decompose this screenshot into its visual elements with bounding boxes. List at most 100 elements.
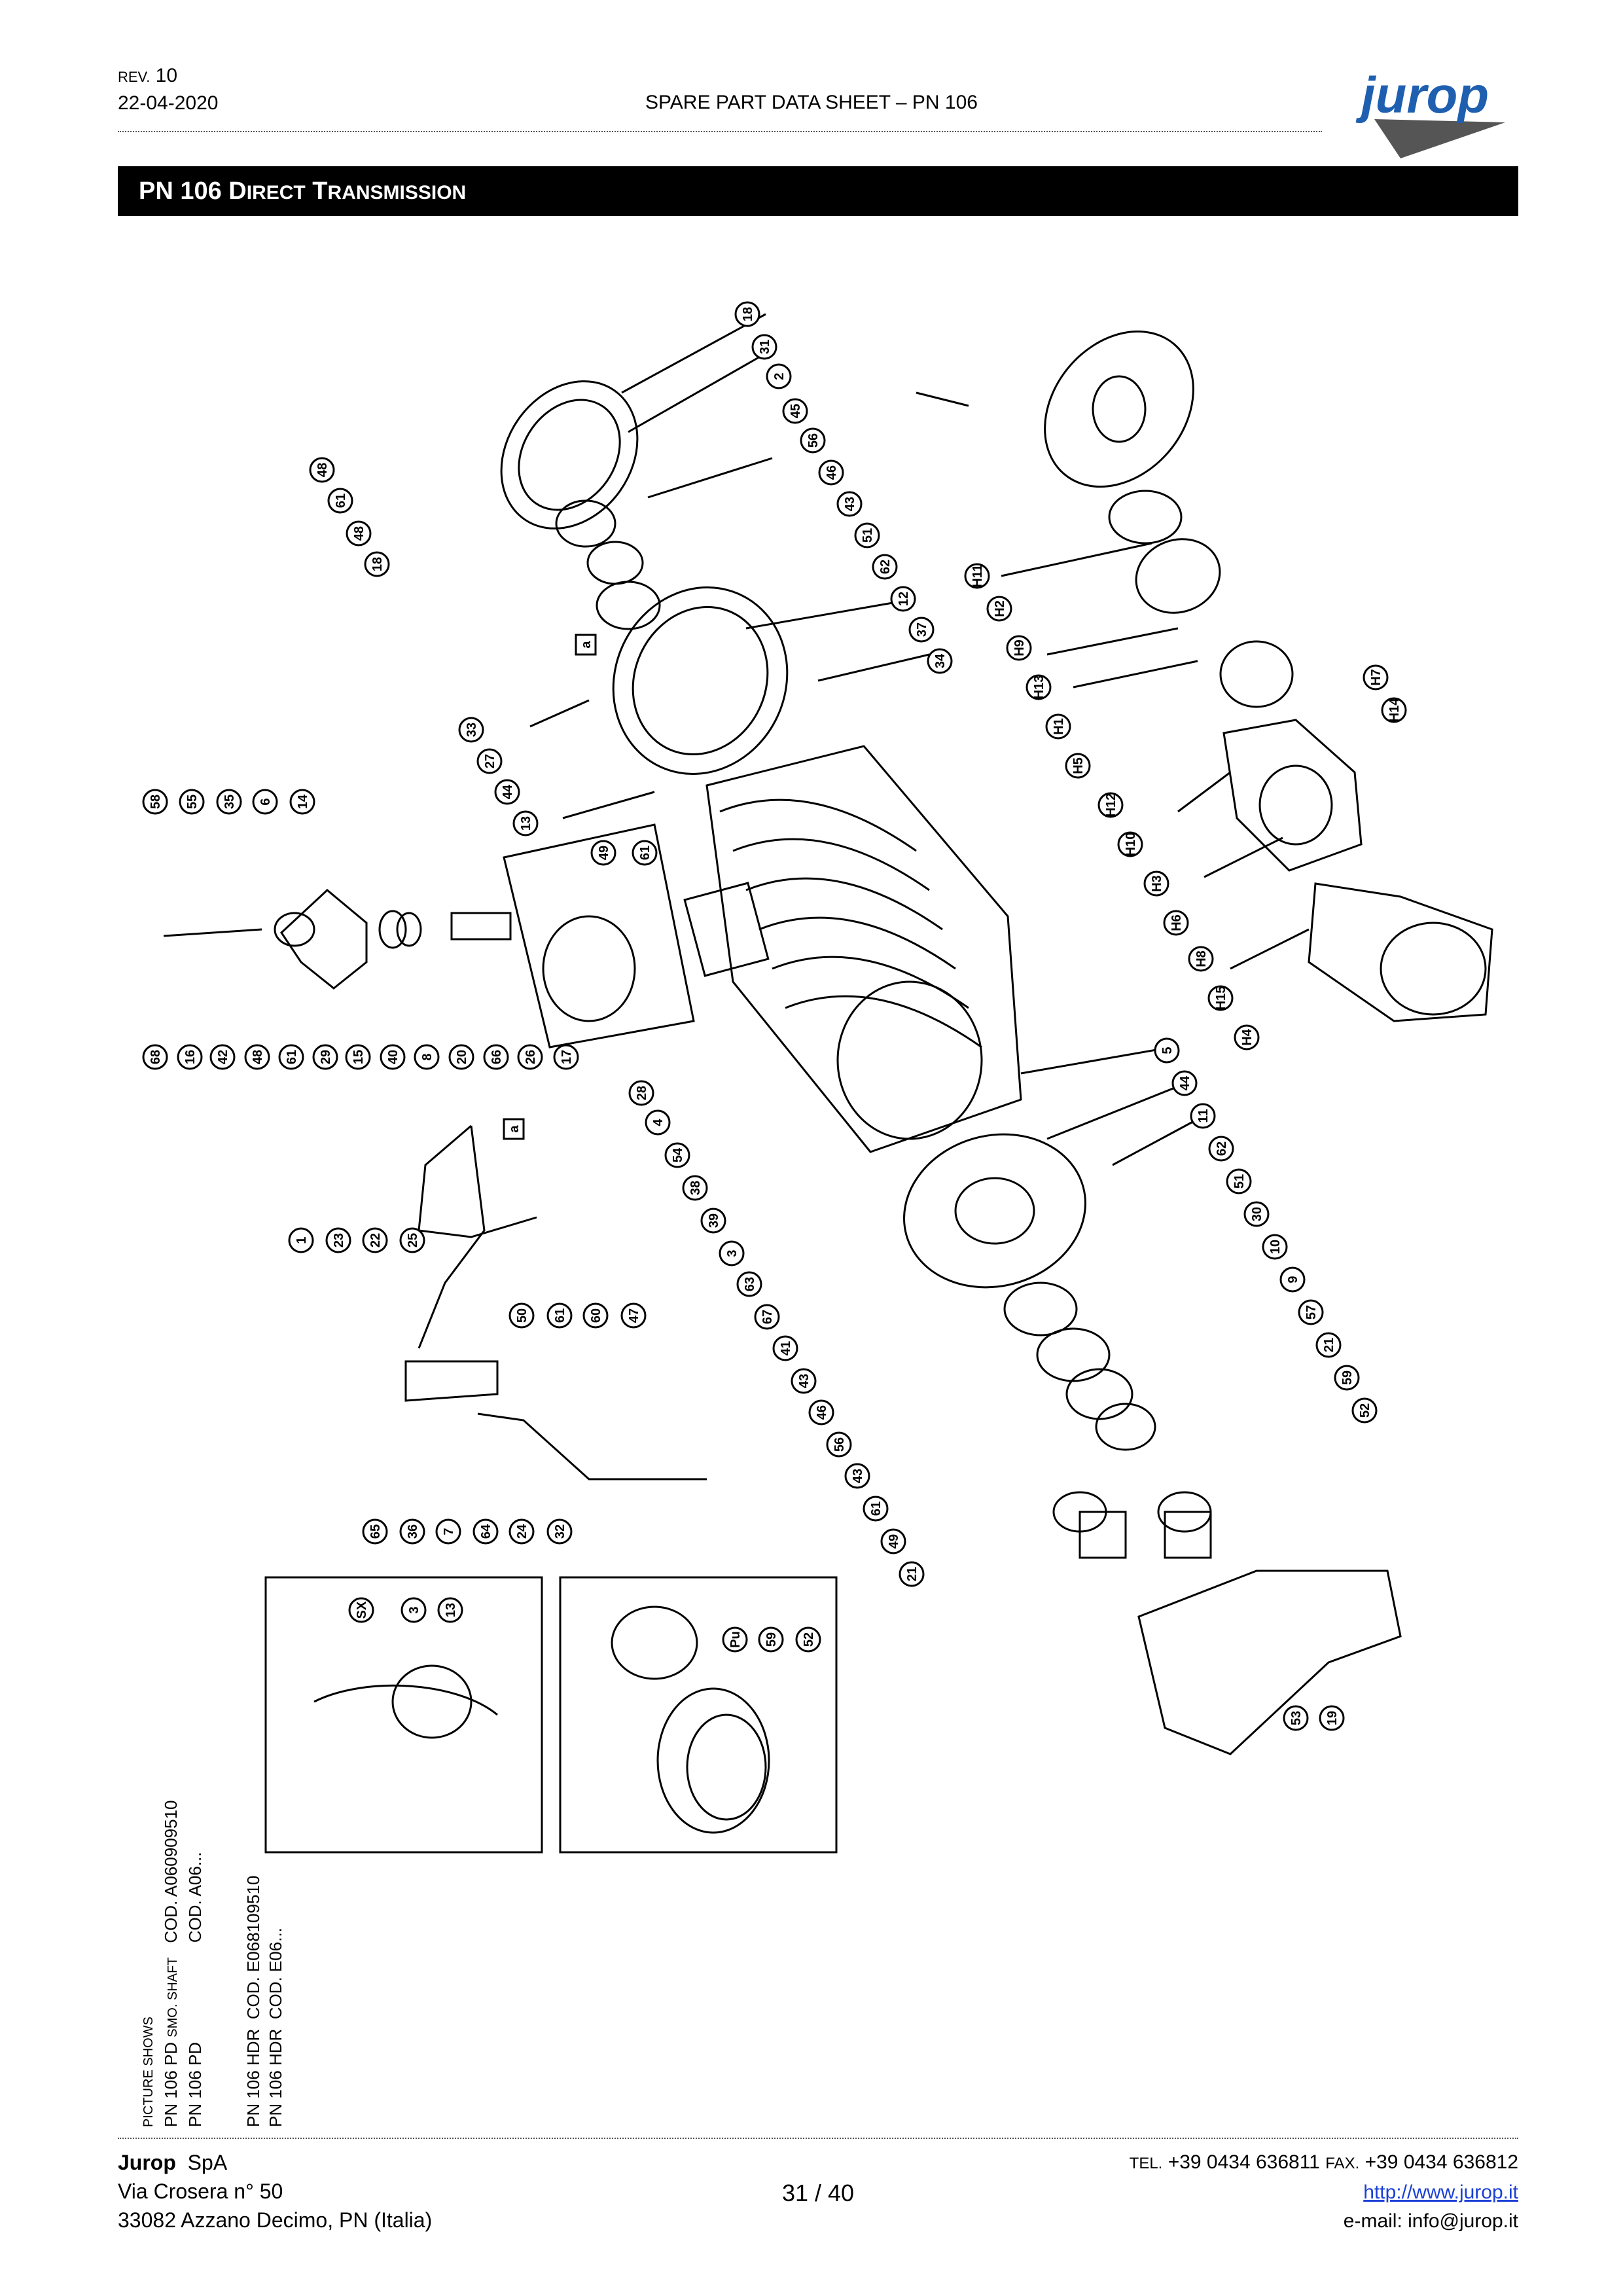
svg-text:39: 39	[707, 1213, 721, 1228]
callout: 49	[590, 840, 616, 866]
callout: H1	[1045, 713, 1071, 740]
callout: 55	[179, 789, 205, 815]
callout: 4	[645, 1109, 671, 1136]
svg-text:29: 29	[319, 1050, 333, 1064]
callout: 27	[476, 748, 503, 774]
callout: 17	[553, 1044, 579, 1070]
svg-text:H2: H2	[993, 600, 1007, 617]
callout: 21	[1315, 1332, 1342, 1358]
model-line-3: PN 106 HDR COD. E068109510	[243, 1875, 263, 2127]
svg-text:32: 32	[553, 1524, 567, 1539]
callout: 41	[772, 1335, 798, 1361]
svg-text:31: 31	[758, 340, 772, 354]
svg-text:6: 6	[259, 798, 273, 805]
callout: H9	[1006, 635, 1032, 661]
svg-text:16: 16	[183, 1050, 198, 1064]
svg-text:54: 54	[671, 1147, 685, 1162]
callout: Pu	[722, 1626, 748, 1653]
svg-text:H8: H8	[1194, 950, 1209, 967]
svg-text:11: 11	[1196, 1109, 1211, 1122]
header-divider	[118, 131, 1322, 132]
callout: 51	[854, 522, 880, 548]
callout: H12	[1097, 792, 1124, 818]
svg-text:59: 59	[764, 1632, 779, 1647]
callout: 31	[751, 334, 777, 360]
svg-text:46: 46	[825, 465, 839, 480]
callout: 14	[289, 789, 315, 815]
callout: 66	[483, 1044, 509, 1070]
footer-divider	[118, 2138, 1518, 2139]
callout: 44	[1171, 1070, 1198, 1096]
callout: 13	[512, 810, 539, 836]
svg-text:46: 46	[815, 1405, 829, 1420]
svg-text:2: 2	[772, 372, 787, 380]
callout: 46	[808, 1399, 834, 1426]
callout: 48	[346, 520, 372, 547]
svg-text:67: 67	[760, 1310, 775, 1324]
svg-text:3: 3	[725, 1249, 740, 1257]
svg-text:22: 22	[368, 1233, 383, 1247]
website-link[interactable]: http://www.jurop.it	[1363, 2181, 1518, 2203]
callout: H6	[1163, 910, 1189, 936]
callout: 16	[177, 1044, 203, 1070]
callout: 21	[899, 1561, 925, 1587]
callout: 52	[1351, 1397, 1378, 1424]
callout: H7	[1363, 664, 1389, 691]
callout: 26	[517, 1044, 543, 1070]
svg-text:H1: H1	[1052, 718, 1066, 735]
model-line-1: PN 106 PD SMO. SHAFT COD. A060909510	[161, 1800, 181, 2128]
svg-text:51: 51	[861, 528, 875, 543]
callout: 38	[682, 1175, 708, 1201]
svg-text:18: 18	[741, 307, 755, 321]
callout: H14	[1381, 697, 1407, 723]
svg-text:13: 13	[519, 816, 533, 831]
callout: 61	[632, 840, 658, 866]
callout: H2	[986, 596, 1012, 622]
svg-text:23: 23	[332, 1233, 346, 1247]
svg-text:8: 8	[420, 1053, 435, 1060]
svg-text:a: a	[579, 641, 594, 649]
callout: 43	[791, 1368, 817, 1394]
callout: 9	[1279, 1266, 1306, 1293]
callout: 7	[435, 1518, 461, 1545]
rev-label: REV.	[118, 69, 151, 85]
svg-text:12: 12	[897, 592, 911, 606]
svg-text:H12: H12	[1104, 793, 1118, 817]
callout: 48	[244, 1044, 270, 1070]
svg-text:33: 33	[465, 723, 479, 737]
callout: 34	[927, 648, 953, 674]
svg-text:9: 9	[1286, 1276, 1300, 1283]
callout: 48	[309, 457, 335, 483]
callout: 61	[278, 1044, 304, 1070]
doc-date: 22-04-2020	[118, 92, 219, 114]
callout: 40	[380, 1044, 406, 1070]
callout: 64	[473, 1518, 499, 1545]
callout: H8	[1188, 946, 1214, 972]
callout: 52	[795, 1626, 821, 1653]
callout: 58	[142, 789, 168, 815]
revision-block: REV. 10 22-04-2020	[118, 63, 218, 117]
part-callouts: 18 31 2 45 56 46 43 51 62 12 37 34 48 61…	[142, 301, 1407, 1731]
callout: 42	[209, 1044, 236, 1070]
svg-text:53: 53	[1289, 1711, 1304, 1725]
callout: 18	[734, 301, 760, 327]
callout: 47	[620, 1302, 647, 1329]
contact-block: TEL. +39 0434 636811 FAX. +39 0434 63681…	[1130, 2148, 1518, 2236]
callout: 62	[1208, 1136, 1234, 1162]
svg-text:20: 20	[455, 1050, 469, 1064]
svg-text:35: 35	[223, 795, 237, 809]
callout: 53	[1283, 1705, 1309, 1731]
svg-text:21: 21	[905, 1567, 919, 1581]
svg-text:40: 40	[386, 1050, 401, 1064]
address-line-2: 33082 Azzano Decimo, PN (Italia)	[118, 2208, 433, 2232]
callout: 2	[766, 363, 792, 389]
svg-text:43: 43	[843, 497, 857, 511]
svg-text:H9: H9	[1012, 639, 1027, 656]
callout: 18	[364, 551, 390, 577]
svg-text:59: 59	[1340, 1371, 1355, 1385]
svg-text:3: 3	[407, 1606, 421, 1613]
svg-text:18: 18	[370, 557, 385, 571]
svg-text:62: 62	[1215, 1141, 1229, 1156]
callout: 35	[216, 789, 242, 815]
callout: H5	[1065, 753, 1091, 779]
